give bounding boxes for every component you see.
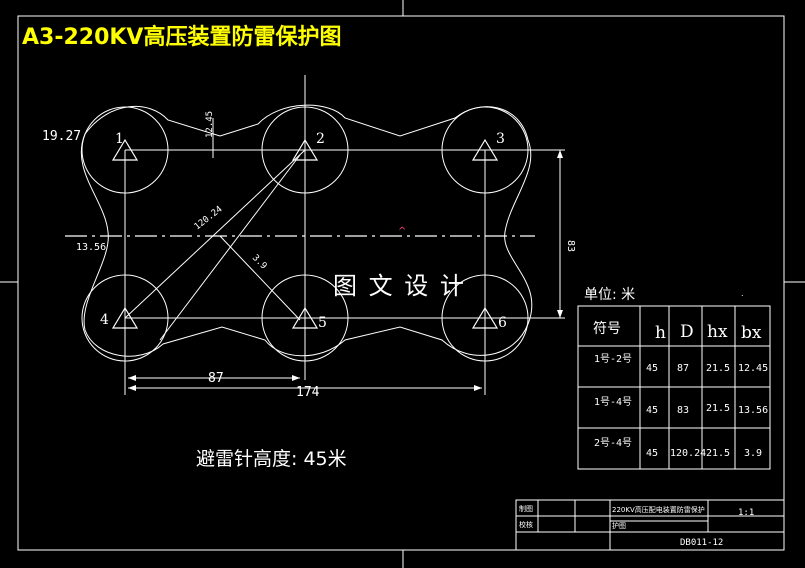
span-dimension-87: 87 [208, 371, 224, 386]
unit-label: 单位: 米 [584, 287, 635, 303]
drawing-title: A3-220KV高压装置防雷保护图 [22, 24, 341, 50]
table-cell: 1号-2号 [594, 353, 632, 365]
title-block-drawn-label: 制图 [519, 504, 533, 513]
parameter-table-rows: 1号-2号 45 87 21.5 12.45 1号-4号 45 83 21.5 … [594, 353, 768, 459]
rod-triangle-4 [111, 306, 139, 329]
watermark-text: 图 文 设 计 [333, 272, 466, 300]
dimension-arrows [128, 150, 563, 391]
table-header-symbol: 符号 [593, 321, 621, 337]
title-block [515, 499, 785, 551]
table-header-hx: hx [707, 322, 728, 342]
title-block-drawing-title-2: 护图 [612, 521, 626, 530]
rod-triangle-1 [111, 138, 139, 161]
table-cell: 1号-4号 [594, 396, 632, 408]
title-block-drawing-title: 220KV高压配电装置防雷保护 [612, 505, 705, 514]
table-cell: 21.5 [706, 448, 730, 459]
parameter-table-headers: 符号 h D hx bx [593, 321, 762, 343]
parameter-table [577, 305, 771, 470]
radius-dimension: 19.27 [42, 129, 81, 144]
table-cell: 13.56 [738, 405, 768, 416]
title-block-drawing-number: DB011-12 [680, 538, 723, 548]
bx12-dimension: 12.45 [205, 111, 215, 138]
table-cell: 45 [646, 405, 658, 416]
height-dimension: 83 [565, 240, 576, 252]
title-block-scale: 1:1 [738, 508, 754, 518]
table-cell: 45 [646, 448, 658, 459]
table-header-h: h [655, 323, 666, 343]
rod-label-6: 6 [498, 315, 507, 331]
rod-label-4: 4 [100, 312, 109, 328]
table-cell: 87 [677, 363, 689, 374]
table-cell: 12.45 [738, 363, 768, 374]
rod-label-1: 1 [115, 131, 124, 147]
table-cell: 21.5 [706, 363, 730, 374]
table-header-d: D [680, 322, 694, 342]
title-block-checked-label: 校核 [519, 520, 533, 529]
table-cell: 2号-4号 [594, 437, 632, 449]
rod-triangle-2 [291, 138, 319, 161]
table-cell: 83 [677, 405, 689, 416]
insert-point-marker: ^ [398, 226, 406, 237]
rod-triangle-5 [291, 306, 319, 329]
table-cell: 21.5 [706, 403, 730, 414]
rod-labels: 1 2 3 4 5 6 [100, 131, 507, 331]
table-header-bx: bx [741, 323, 762, 343]
title-block-texts: 制图 校核 220KV高压配电装置防雷保护 护图 1:1 DB011-12 [519, 504, 754, 548]
rod-triangle-3 [471, 138, 499, 161]
bx14-dimension: 13.56 [76, 242, 106, 253]
table-cell: 45 [646, 363, 658, 374]
rod-label-2: 2 [316, 131, 325, 147]
rod-triangle-6 [471, 306, 499, 329]
table-cell: 3.9 [744, 448, 762, 459]
rod-height-note: 避雷针高度: 45米 [196, 448, 347, 470]
rod-label-5: 5 [318, 315, 327, 331]
rod-label-3: 3 [496, 131, 505, 147]
small-dot-mark: . [741, 289, 744, 298]
rod-symbols [111, 138, 499, 329]
span-dimension-174: 174 [296, 385, 320, 400]
table-cell: 120.24 [670, 448, 706, 459]
